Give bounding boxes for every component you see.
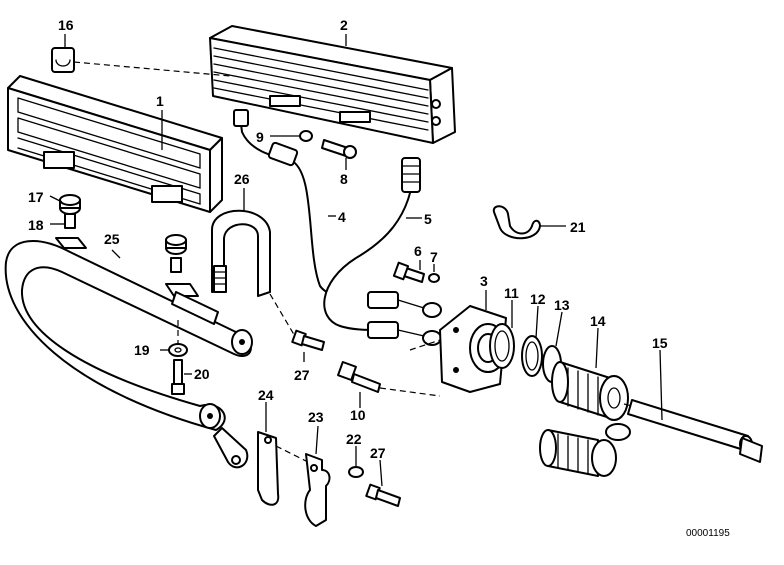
callout-13: 13 (554, 297, 570, 313)
carrier-bar (4, 240, 253, 469)
callout-21: 21 (570, 219, 586, 235)
center-bolt (623, 399, 763, 463)
callout-23: 23 (308, 409, 324, 425)
rubber-mounts (55, 194, 199, 297)
filter-element (539, 361, 631, 477)
brackets-23-24 (257, 431, 331, 527)
callout-20: 20 (194, 366, 210, 382)
clip-16 (51, 47, 231, 77)
callout-22: 22 (346, 431, 362, 447)
leader-lines (49, 34, 663, 487)
callout-27-lower: 27 (370, 445, 386, 461)
callout-1: 1 (156, 93, 164, 109)
callout-27-upper: 27 (294, 367, 310, 383)
callout-15: 15 (652, 335, 668, 351)
callout-6: 6 (414, 243, 422, 259)
callout-16: 16 (58, 17, 74, 33)
callout-5: 5 (424, 211, 432, 227)
diagram-reference-number: 00001195 (686, 528, 730, 539)
callout-8: 8 (340, 171, 348, 187)
callout-19: 19 (134, 342, 150, 358)
air-guide-grille (7, 75, 223, 213)
callouts: 16 2 1 9 8 4 5 17 18 26 25 21 6 7 3 11 1… (28, 17, 730, 539)
oil-cooler (209, 25, 456, 144)
callout-4: 4 (338, 209, 346, 225)
oil-lines (233, 109, 442, 346)
callout-10: 10 (350, 407, 366, 423)
callout-7: 7 (430, 249, 438, 265)
callout-9: 9 (256, 129, 264, 145)
callout-3: 3 (480, 273, 488, 289)
callout-17: 17 (28, 189, 44, 205)
seal-rings (489, 323, 562, 383)
callout-24: 24 (258, 387, 274, 403)
callout-14: 14 (590, 313, 606, 329)
clamp-21 (492, 205, 541, 240)
callout-18: 18 (28, 217, 44, 233)
callout-26: 26 (234, 171, 250, 187)
bracket-26 (211, 209, 297, 339)
callout-12: 12 (530, 291, 546, 307)
callout-2: 2 (340, 17, 348, 33)
callout-25: 25 (104, 231, 120, 247)
callout-11: 11 (504, 285, 519, 301)
